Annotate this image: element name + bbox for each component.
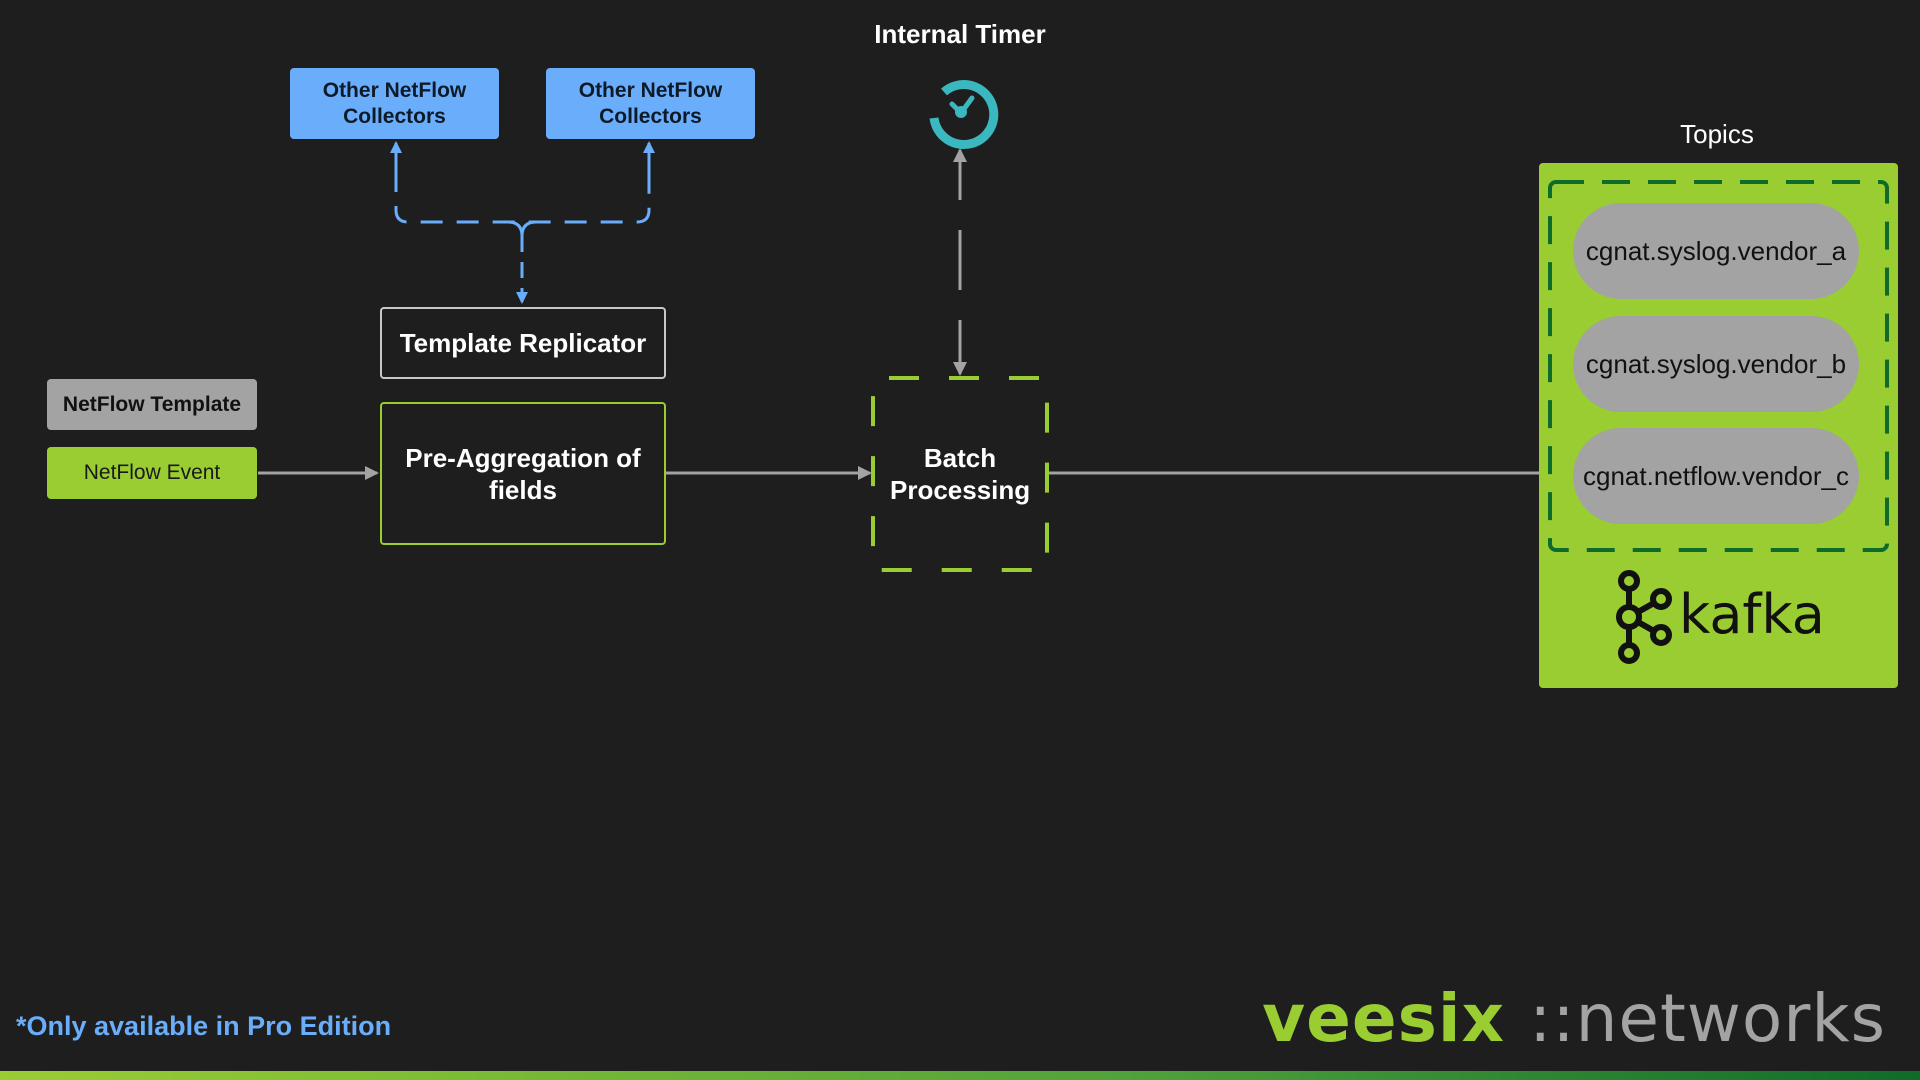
brand-secondary: ::networks (1529, 980, 1886, 1057)
brand-logo: veesix ::networks (1262, 980, 1886, 1057)
topic-item: cgnat.syslog.vendor_b (1573, 316, 1859, 412)
pre-aggregation-label: Pre-Aggregation of fields (405, 442, 641, 505)
collector-label: Other NetFlow Collectors (322, 78, 467, 128)
other-netflow-collectors-box-1: Other NetFlow Collectors (290, 68, 499, 139)
template-replicator-label: Template Replicator (399, 327, 647, 358)
footer-gradient-bar (0, 1071, 1920, 1080)
other-netflow-collectors-box-2: Other NetFlow Collectors (546, 68, 755, 139)
kafka-logo-text: kafka (1679, 583, 1825, 646)
kafka-logo-icon (1616, 570, 1672, 664)
pre-aggregation-box: Pre-Aggregation of fields (380, 402, 666, 545)
topics-title: Topics (1680, 118, 1754, 149)
template-replicator-box: Template Replicator (380, 307, 666, 379)
kafka-topics-panel: cgnat.syslog.vendor_a cgnat.syslog.vendo… (1539, 163, 1898, 688)
collector-label: Other NetFlow Collectors (578, 78, 723, 128)
brand-primary: veesix (1262, 980, 1506, 1057)
kafka-logo: kafka (1611, 569, 1831, 665)
netflow-template-legend: NetFlow Template (47, 379, 257, 430)
pro-edition-note: *Only available in Pro Edition (16, 1011, 392, 1041)
topics-dashed-frame (1548, 180, 1889, 552)
collectors-link-junction (507, 220, 537, 237)
batch-processing-frame (871, 376, 1049, 572)
timer-icon (916, 62, 1004, 150)
batch-processing-box: Batch Processing (871, 376, 1049, 572)
netflow-event-legend: NetFlow Event (47, 447, 257, 499)
collectors-link (394, 170, 651, 224)
topic-item: cgnat.netflow.vendor_c (1573, 428, 1859, 524)
internal-timer-title: Internal Timer (874, 18, 1046, 49)
batch-processing-label: Batch Processing (890, 443, 1031, 505)
topic-item: cgnat.syslog.vendor_a (1573, 203, 1859, 299)
